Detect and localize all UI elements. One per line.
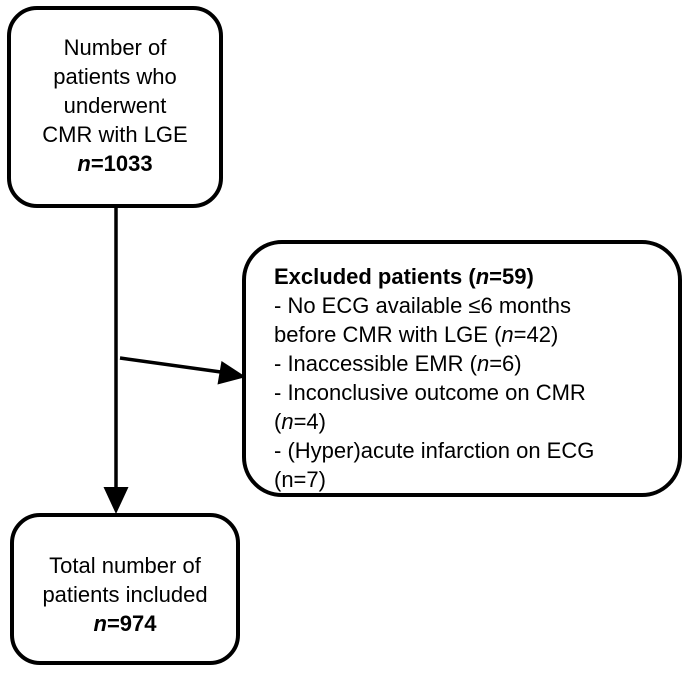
arrow-right-to-excluded: [119, 356, 246, 385]
text-line: Excluded patients (n=59): [274, 264, 534, 289]
text-line: - Inaccessible EMR (n=6): [274, 351, 522, 376]
text-line: (n=4): [274, 409, 326, 434]
text-line: Total number of: [49, 553, 201, 578]
text-line: - Inconclusive outcome on CMR: [274, 380, 586, 405]
text-line: - No ECG available ≤6 months: [274, 293, 571, 318]
text-line: n=974: [93, 611, 157, 636]
text-line: underwent: [63, 93, 167, 118]
text-line: n=1033: [77, 151, 153, 176]
arrow-down-to-included: [103, 206, 129, 514]
text-line: patients who: [53, 64, 177, 89]
text-line: (n=7): [274, 467, 326, 492]
box-excluded-patients: Excluded patients (n=59) - No ECG availab…: [242, 240, 682, 497]
text-line: CMR with LGE: [42, 122, 188, 147]
text-line: patients included: [42, 582, 208, 607]
text-line: - (Hyper)acute infarction on ECG: [274, 438, 595, 463]
text-line: Number of: [63, 35, 167, 60]
text-line: before CMR with LGE (n=42): [274, 322, 559, 347]
box-included-patients: Total number of patients included n=974: [10, 513, 240, 665]
